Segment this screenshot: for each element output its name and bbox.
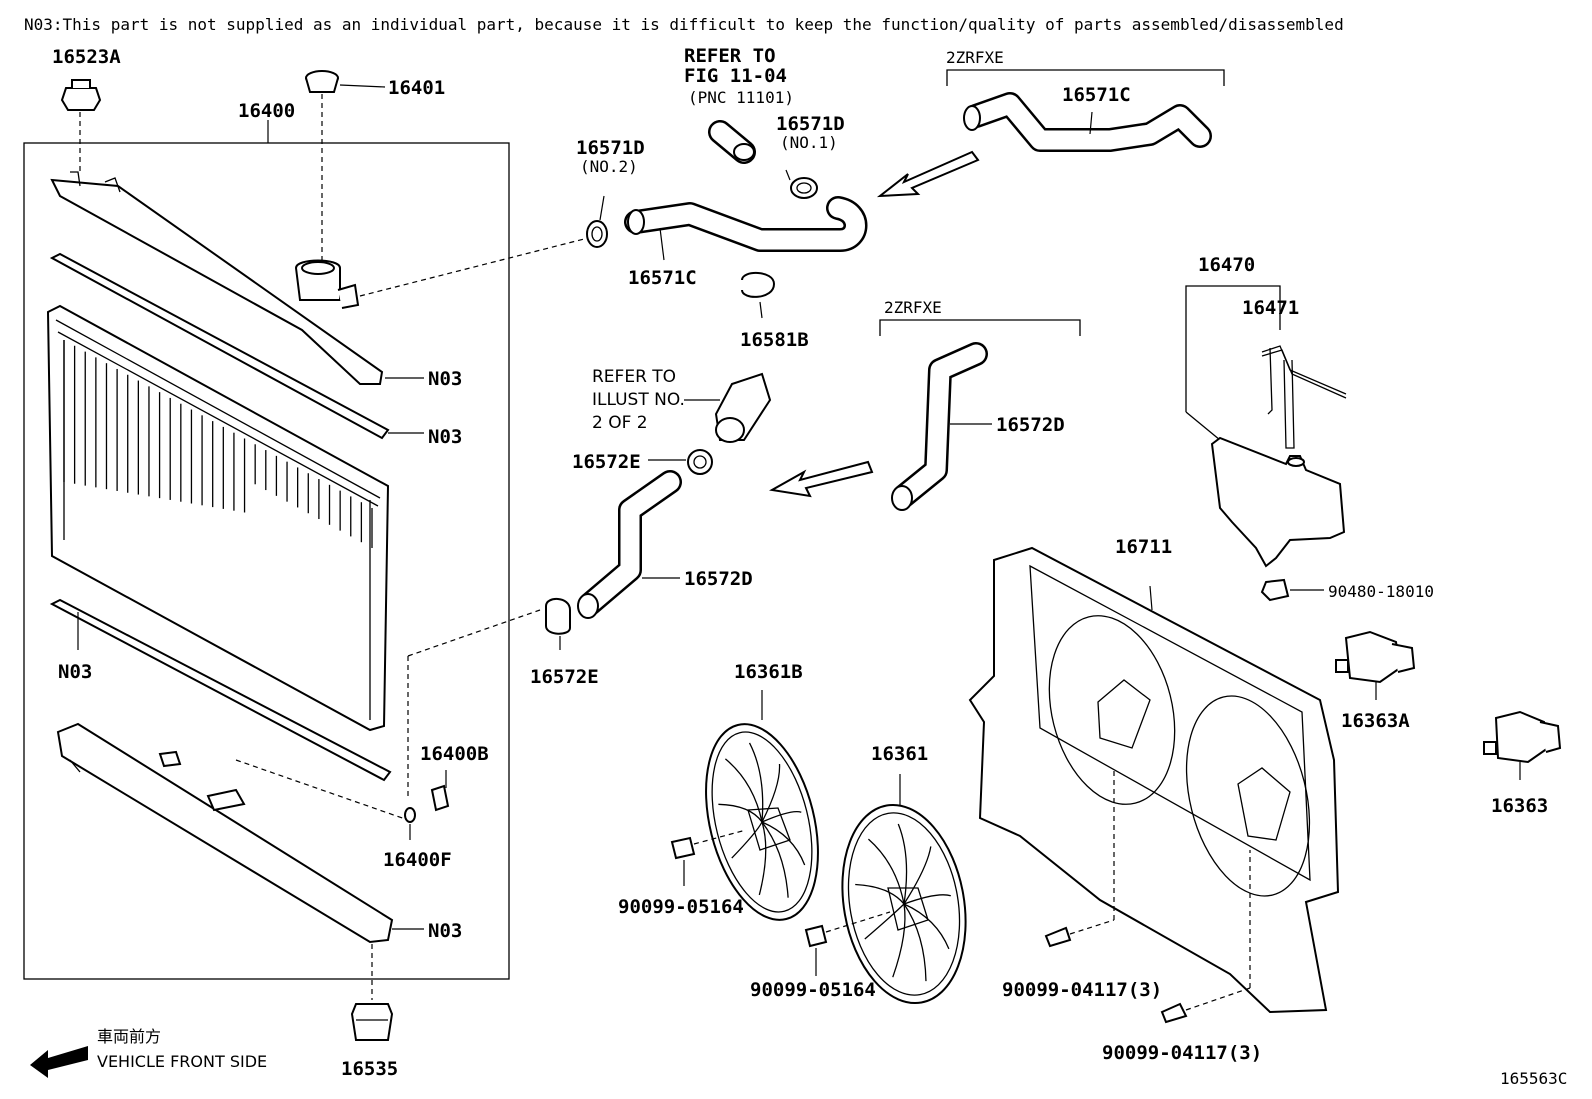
label-n03-1: N03 (428, 368, 462, 390)
hose-clamp-16581B[interactable] (741, 272, 776, 319)
label-16535: 16535 (341, 1058, 398, 1080)
engine-tag-upper: 2ZRFXE (946, 48, 1004, 67)
fan-16361[interactable] (825, 774, 980, 1013)
refer-fig-line2: FIG 11-04 (684, 65, 787, 87)
label-16572D-2: 16572D (996, 414, 1065, 436)
fan-nut-90099-05164-1[interactable] (670, 836, 696, 886)
label-16711: 16711 (1115, 536, 1172, 558)
lower-gasket (49, 598, 392, 782)
drain-cock-16400B[interactable] (235, 759, 450, 821)
label-n03-2: N03 (428, 426, 462, 448)
oring-16400F[interactable] (404, 807, 416, 840)
diagram-id: 165563C (1500, 1069, 1567, 1088)
vehicle-front-arrow (30, 1046, 88, 1078)
label-90099-04117-1: 90099-04117(3) (1002, 979, 1162, 1001)
label-16400: 16400 (238, 100, 295, 122)
label-16571D-2: 16571D (576, 137, 645, 159)
radiator-cap-16401[interactable] (305, 70, 386, 262)
label-16572E-1: 16572E (572, 451, 641, 473)
direction-arrow-lower (769, 460, 874, 498)
label-16361: 16361 (871, 743, 928, 765)
overflow-hose-16471[interactable] (1261, 345, 1347, 449)
label-16471: 16471 (1242, 297, 1299, 319)
upper-tank (50, 171, 424, 385)
n03-note: N03:This part is not supplied as an indi… (24, 15, 1344, 34)
lower-hose-16572D[interactable] (577, 470, 682, 619)
shroud-bolt-upper[interactable] (1044, 768, 1115, 948)
refer-illust-line3: 2 OF 2 (592, 413, 648, 433)
hose-clamp-16571D-no2[interactable] (359, 195, 608, 297)
fan-shroud-16711[interactable] (968, 546, 1340, 1014)
upper-hose-16571C[interactable] (624, 196, 868, 261)
refer-fig-line1: REFER TO (684, 45, 776, 67)
lower-hose-16572D-2zr[interactable] (891, 342, 992, 511)
refer-illust-line2: ILLUST NO. (592, 390, 685, 410)
label-16363A: 16363A (1341, 710, 1410, 732)
fan-motor-16363A[interactable] (1335, 630, 1416, 700)
reserve-tank-bracket (1185, 285, 1281, 441)
engine-bracket-upper (946, 69, 1225, 86)
upper-gasket (49, 252, 424, 440)
small-hose-stub (708, 120, 756, 164)
engine-tag-lower: 2ZRFXE (884, 298, 942, 317)
front-en: VEHICLE FRONT SIDE (97, 1052, 267, 1071)
refer-fig-line3: (PNC 11101) (688, 88, 794, 107)
label-16523A: 16523A (52, 46, 121, 68)
label-16400F: 16400F (383, 849, 452, 871)
upper-cushion-16523A[interactable] (60, 79, 102, 175)
label-16581B: 16581B (740, 329, 809, 351)
label-16571C-1: 16571C (628, 267, 697, 289)
label-16572E-2: 16572E (530, 666, 599, 688)
water-inlet (684, 372, 772, 443)
fan-nut-90099-05164-2[interactable] (804, 924, 828, 976)
upper-hose-16571C-2zr[interactable] (963, 92, 1212, 152)
radiator-core (46, 304, 390, 732)
lower-cushion-16535[interactable] (350, 1003, 394, 1041)
label-16572D-1: 16572D (684, 568, 753, 590)
label-16470: 16470 (1198, 254, 1255, 276)
engine-bracket-lower (879, 319, 1081, 336)
hose-clamp-16571D-no1[interactable] (785, 169, 818, 199)
reserve-tank-body[interactable] (1210, 436, 1346, 568)
label-90099-05164-2: 90099-05164 (750, 979, 876, 1001)
label-16400B: 16400B (420, 743, 489, 765)
radiator-assembly-frame (23, 142, 510, 980)
label-16571D-1-sub: (NO.1) (780, 133, 838, 152)
front-jp: 車両前方 (97, 1027, 161, 1046)
label-90099-05164-1: 90099-05164 (618, 896, 744, 918)
label-n03-4: N03 (428, 920, 462, 942)
tank-cap-90480-18010[interactable] (1260, 578, 1324, 602)
label-16401: 16401 (388, 77, 445, 99)
label-16571D-2-sub: (NO.2) (580, 157, 638, 176)
fan-16361B[interactable] (687, 690, 836, 932)
label-90480-18010: 90480-18010 (1328, 582, 1434, 601)
label-16571D-1: 16571D (776, 113, 845, 135)
label-16363: 16363 (1491, 795, 1548, 817)
hose-clamp-16572E-lower[interactable] (407, 598, 571, 800)
refer-illust-line1: REFER TO (592, 367, 676, 387)
label-90099-04117-2: 90099-04117(3) (1102, 1042, 1262, 1064)
lower-tank (56, 722, 424, 1000)
fan-motor-16363[interactable] (1483, 710, 1562, 780)
hose-clamp-16572E-upper[interactable] (687, 449, 713, 475)
direction-arrow-upper (876, 150, 980, 198)
label-n03-3: N03 (58, 661, 92, 683)
shroud-bolt-lower[interactable] (1160, 850, 1251, 1024)
label-16361B: 16361B (734, 661, 803, 683)
label-16571C-2: 16571C (1062, 84, 1131, 106)
